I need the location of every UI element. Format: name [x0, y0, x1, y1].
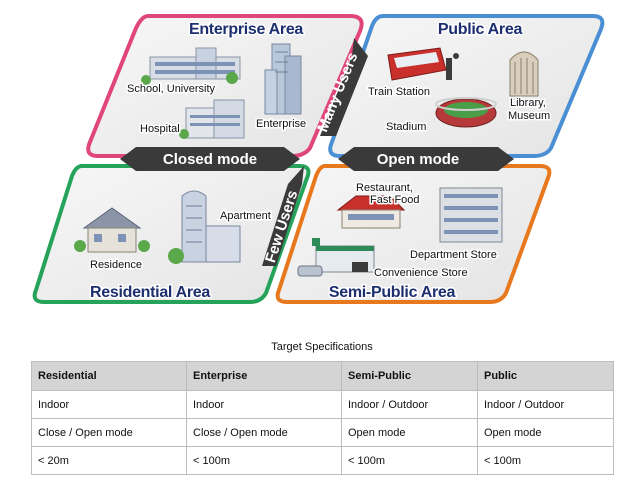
coverage-area-diagram: School, University Hospital Enterprise E… — [32, 14, 605, 304]
many-users-arrow — [320, 38, 368, 136]
train-icon — [387, 47, 459, 81]
stadium-label: Stadium — [386, 121, 426, 133]
residential-area-title: Residential Area — [90, 284, 210, 301]
residence-label: Residence — [90, 259, 142, 271]
museum-label: Museum — [508, 110, 550, 122]
train-station-label: Train Station — [368, 86, 430, 98]
table-header-row: Residential Enterprise Semi-Public Publi… — [31, 361, 614, 391]
convenience-store-label: Convenience Store — [374, 267, 468, 279]
apartment-building-icon — [168, 190, 241, 264]
department-store-label: Department Store — [410, 249, 497, 261]
header-enterprise: Enterprise — [186, 361, 342, 391]
table-cell: < 100m — [186, 446, 342, 475]
table-caption: Target Specifications — [271, 341, 373, 353]
school-building-icon — [141, 47, 241, 85]
table-row: Close / Open mode Close / Open mode Open… — [31, 418, 614, 447]
stadium-icon — [435, 97, 497, 128]
table-cell: Open mode — [477, 418, 614, 447]
library-museum-icon — [509, 51, 539, 97]
table-cell: Indoor / Outdoor — [477, 390, 614, 419]
residence-house-icon — [74, 207, 150, 253]
semi-public-area-panel — [275, 164, 552, 304]
closed-mode-arrow — [120, 147, 300, 171]
table-row: Indoor Indoor Indoor / Outdoor Indoor / … — [31, 390, 614, 419]
public-area-panel — [328, 14, 605, 158]
open-mode-label: Open mode — [377, 151, 460, 168]
enterprise-label: Enterprise — [256, 118, 306, 130]
public-area-title: Public Area — [438, 21, 523, 38]
semi-public-area-title: Semi-Public Area — [329, 284, 456, 301]
table-cell: < 100m — [477, 446, 614, 475]
table-cell: Indoor / Outdoor — [341, 390, 478, 419]
school-university-label: School, University — [127, 83, 216, 95]
convenience-store-icon — [297, 238, 375, 277]
few-users-arrow — [262, 166, 304, 266]
restaurant-label: Restaurant, — [356, 182, 413, 194]
hospital-building-icon — [179, 99, 245, 139]
table-cell: Indoor — [31, 390, 187, 419]
table-cell: < 20m — [31, 446, 187, 475]
open-mode-arrow — [338, 147, 514, 171]
library-label: Library, — [510, 97, 546, 109]
apartment-label: Apartment — [220, 210, 271, 222]
header-semi-public: Semi-Public — [341, 361, 478, 391]
enterprise-tower-icon — [264, 43, 302, 115]
table-cell: Indoor — [186, 390, 342, 419]
target-specifications-table: Residential Enterprise Semi-Public Publi… — [31, 361, 614, 475]
fast-food-label: Fast Food — [370, 194, 420, 206]
table-cell: Close / Open mode — [31, 418, 187, 447]
header-residential: Residential — [31, 361, 187, 391]
closed-mode-label: Closed mode — [163, 151, 257, 168]
header-public: Public — [477, 361, 614, 391]
table-row: < 20m < 100m < 100m < 100m — [31, 446, 614, 475]
enterprise-area-title: Enterprise Area — [189, 21, 303, 38]
department-store-icon — [439, 187, 503, 243]
table-cell: Open mode — [341, 418, 478, 447]
residential-area-panel — [32, 164, 311, 304]
table-cell: < 100m — [341, 446, 478, 475]
hospital-label: Hospital — [140, 123, 180, 135]
table-cell: Close / Open mode — [186, 418, 342, 447]
restaurant-icon — [336, 195, 406, 229]
